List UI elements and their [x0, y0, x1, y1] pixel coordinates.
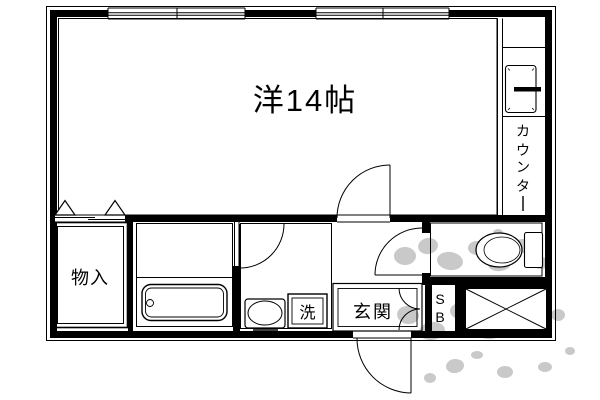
bathroom-door-icon	[239, 223, 285, 269]
svg-text:カ: カ	[516, 123, 530, 139]
washing-machine-icon	[287, 293, 328, 329]
svg-text:ウ: ウ	[516, 142, 530, 158]
entrance-opening	[353, 330, 411, 339]
main-room-label: 洋14帖	[253, 83, 357, 118]
main-door-opening	[337, 214, 390, 223]
closet-folding-door-icon	[53, 199, 127, 216]
drain-icon	[146, 299, 154, 307]
entrance-door-icon	[356, 337, 412, 394]
shoebox-double-door-icon	[398, 287, 421, 331]
toilet-door-icon	[374, 227, 423, 276]
shoe-cabinet-box	[462, 285, 550, 333]
shoebox-label: S B	[435, 291, 444, 325]
outer-frame	[46, 6, 556, 341]
toilet-icon	[475, 231, 544, 269]
closet-door-track	[55, 214, 125, 223]
doors	[53, 164, 423, 394]
washer-label: 洗	[299, 304, 315, 322]
storage-label: 物入	[71, 268, 109, 288]
window-icon	[315, 7, 450, 20]
entrance-label: 玄関	[353, 302, 393, 322]
counter-label: カ ウ ン タ	[516, 123, 530, 211]
main-room-door-icon	[336, 164, 391, 219]
toilet-tank	[523, 231, 544, 269]
svg-text:B: B	[435, 309, 444, 325]
storage-closet	[52, 221, 129, 329]
walls	[50, 10, 552, 338]
window-icon	[107, 7, 246, 20]
washbasin-icon	[244, 298, 286, 331]
counter-sink-icon	[504, 64, 541, 114]
bathtub-icon	[141, 283, 228, 322]
svg-text:タ: タ	[516, 178, 530, 194]
svg-text:ン: ン	[516, 159, 530, 175]
faucet-icon	[514, 87, 541, 92]
svg-text:S: S	[435, 291, 444, 307]
entrance-hall-box	[332, 282, 423, 332]
room-outlines	[58, 18, 545, 329]
